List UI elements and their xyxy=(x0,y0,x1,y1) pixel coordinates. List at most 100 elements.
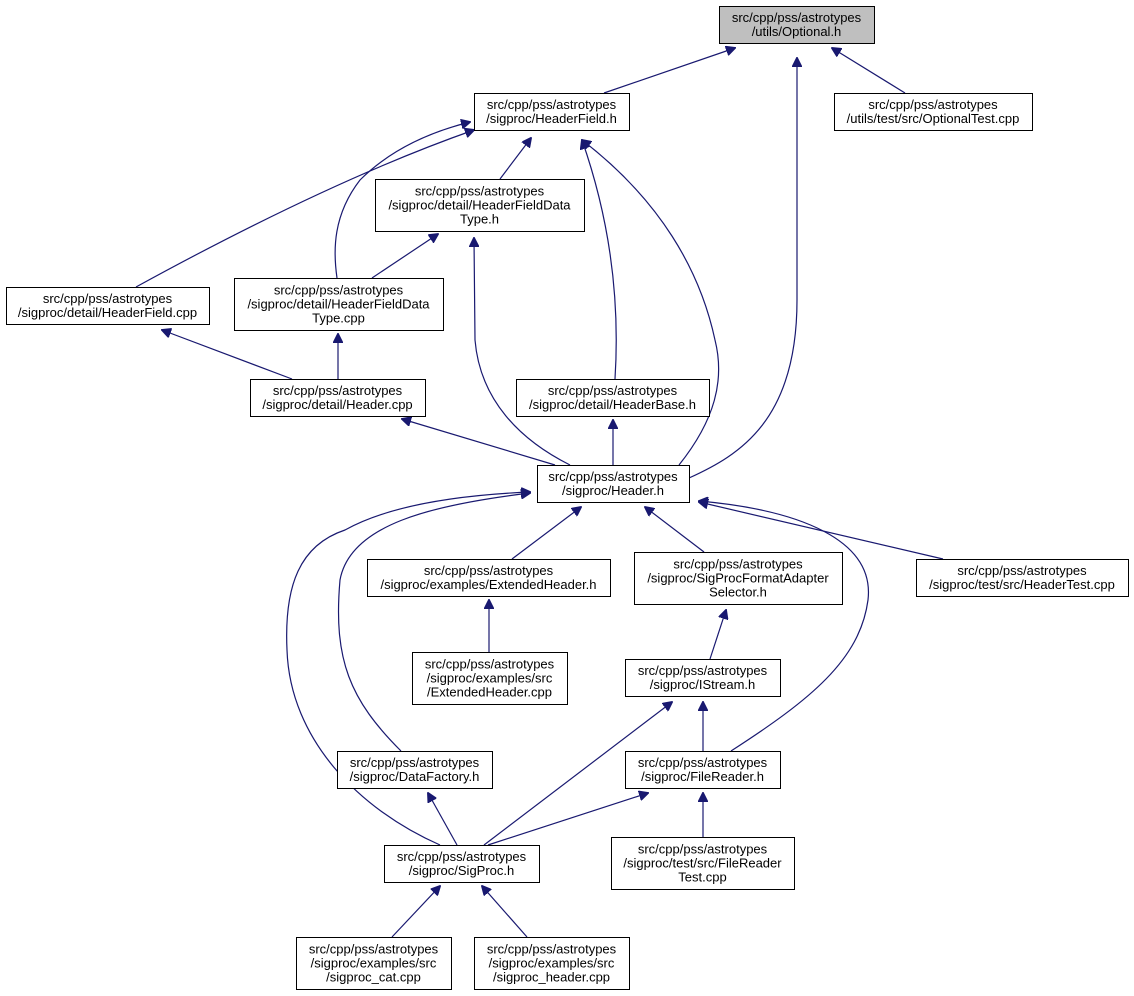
node-sigproc_header_cpp[interactable]: src/cpp/pss/astrotypes/sigproc/examples/… xyxy=(474,937,630,990)
node-box xyxy=(537,465,690,503)
node-label-line: src/cpp/pss/astrotypes xyxy=(487,942,617,957)
node-box xyxy=(384,845,540,883)
node-label-line: src/cpp/pss/astrotypes xyxy=(273,383,403,398)
node-label-line: /sigproc/Header.h xyxy=(562,483,664,498)
edge-extheader_h-to-header_h xyxy=(511,507,581,560)
edge-header_h-to-hfdatatype_h xyxy=(474,238,571,466)
node-label-line: src/cpp/pss/astrotypes xyxy=(638,755,768,770)
node-label-line: /sigproc/detail/Header.cpp xyxy=(262,397,412,412)
node-label-line: src/cpp/pss/astrotypes xyxy=(638,663,768,678)
edge-hfdatatype_h-to-headerfield_h xyxy=(499,138,531,180)
node-optionaltest_cpp[interactable]: src/cpp/pss/astrotypes/utils/test/src/Op… xyxy=(834,93,1033,131)
node-hfdatatype_cpp[interactable]: src/cpp/pss/astrotypes/sigproc/detail/He… xyxy=(234,278,444,331)
node-label-line: src/cpp/pss/astrotypes xyxy=(424,563,554,578)
edge-sigproc_h-to-istream_h xyxy=(483,702,672,846)
node-label-line: /sigproc/SigProcFormatAdapter xyxy=(647,571,829,586)
edge-sigproc_header_cpp-to-sigproc_h xyxy=(482,886,528,938)
node-label-line: /sigproc/IStream.h xyxy=(650,677,756,692)
node-label-line: /sigproc/examples/src xyxy=(489,956,615,971)
node-label-line: /sigproc/test/src/HeaderTest.cpp xyxy=(929,577,1115,592)
node-box xyxy=(834,93,1033,131)
node-headerfield_h[interactable]: src/cpp/pss/astrotypes/sigproc/HeaderFie… xyxy=(474,93,630,131)
node-label-line: Type.h xyxy=(460,212,499,227)
node-label-line: src/cpp/pss/astrotypes xyxy=(638,842,768,857)
node-label-line: /sigproc/detail/HeaderField.cpp xyxy=(18,305,197,320)
node-extheader_cpp[interactable]: src/cpp/pss/astrotypes/sigproc/examples/… xyxy=(412,652,568,705)
node-box xyxy=(234,278,444,331)
edge-header_h-to-header_cpp xyxy=(402,419,556,466)
node-box xyxy=(611,837,795,890)
node-box xyxy=(6,287,210,325)
node-datafactory_h[interactable]: src/cpp/pss/astrotypes/sigproc/DataFacto… xyxy=(337,751,493,789)
edge-sigproc_cat_cpp-to-sigproc_h xyxy=(391,886,440,938)
edge-optionaltest_cpp-to-optional_h xyxy=(832,48,906,94)
node-box xyxy=(625,659,781,697)
node-label-line: Type.cpp xyxy=(312,311,365,326)
edge-filereader_h-to-header_h xyxy=(699,501,869,752)
node-label-line: /sigproc/detail/HeaderFieldData xyxy=(247,297,430,312)
node-box xyxy=(516,379,710,417)
node-box xyxy=(412,652,568,705)
node-headerfield_cpp[interactable]: src/cpp/pss/astrotypes/sigproc/detail/He… xyxy=(6,287,210,325)
node-label-line: src/cpp/pss/astrotypes xyxy=(425,657,555,672)
node-label-line: src/cpp/pss/astrotypes xyxy=(274,283,404,298)
node-box xyxy=(367,559,611,597)
edge-sigproc_h-to-filereader_h xyxy=(487,793,648,846)
node-label-line: src/cpp/pss/astrotypes xyxy=(350,755,480,770)
node-header_cpp[interactable]: src/cpp/pss/astrotypes/sigproc/detail/He… xyxy=(250,379,426,417)
nodes-layer: src/cpp/pss/astrotypes/utils/Optional.hs… xyxy=(6,6,1129,990)
node-label-line: /sigproc/detail/HeaderBase.h xyxy=(529,397,696,412)
node-headerbase_h[interactable]: src/cpp/pss/astrotypes/sigproc/detail/He… xyxy=(516,379,710,417)
node-label-line: src/cpp/pss/astrotypes xyxy=(732,10,862,25)
edge-fmtadapter_h-to-header_h xyxy=(645,507,705,553)
node-box xyxy=(625,751,781,789)
node-label-line: src/cpp/pss/astrotypes xyxy=(397,849,527,864)
node-label-line: /sigproc_header.cpp xyxy=(493,970,610,985)
edge-headerfield_h-to-optional_h xyxy=(603,48,735,94)
edge-sigproc_h-to-datafactory_h xyxy=(428,793,458,846)
node-label-line: src/cpp/pss/astrotypes xyxy=(548,469,678,484)
node-label-line: /sigproc_cat.cpp xyxy=(326,970,421,985)
node-label-line: /sigproc/DataFactory.h xyxy=(350,769,480,784)
node-label-line: src/cpp/pss/astrotypes xyxy=(43,291,173,306)
node-label-line: /utils/Optional.h xyxy=(752,24,842,39)
node-label-line: Test.cpp xyxy=(678,870,726,885)
node-extheader_h[interactable]: src/cpp/pss/astrotypes/sigproc/examples/… xyxy=(367,559,611,597)
node-headertest_cpp[interactable]: src/cpp/pss/astrotypes/sigproc/test/src/… xyxy=(916,559,1129,597)
edge-header_h-to-optional_h xyxy=(688,58,797,479)
edge-datafactory_h-to-header_h xyxy=(337,493,530,752)
node-label-line: /sigproc/examples/ExtendedHeader.h xyxy=(380,577,596,592)
edge-header_h-to-headerfield_h xyxy=(582,140,720,466)
node-label-line: Selector.h xyxy=(709,585,767,600)
node-box xyxy=(719,6,875,44)
node-hfdatatype_h[interactable]: src/cpp/pss/astrotypes/sigproc/detail/He… xyxy=(375,179,585,232)
node-label-line: /sigproc/examples/src xyxy=(311,956,437,971)
node-label-line: /sigproc/FileReader.h xyxy=(641,769,764,784)
node-label-line: /utils/test/src/OptionalTest.cpp xyxy=(847,111,1020,126)
node-optional_h[interactable]: src/cpp/pss/astrotypes/utils/Optional.h xyxy=(719,6,875,44)
node-box xyxy=(474,93,630,131)
node-label-line: /ExtendedHeader.cpp xyxy=(427,685,552,700)
node-filereadertest_cpp[interactable]: src/cpp/pss/astrotypes/sigproc/test/src/… xyxy=(611,837,795,890)
node-sigproc_cat_cpp[interactable]: src/cpp/pss/astrotypes/sigproc/examples/… xyxy=(296,937,452,990)
node-box xyxy=(296,937,452,990)
node-box xyxy=(474,937,630,990)
node-fmtadapter_h[interactable]: src/cpp/pss/astrotypes/sigproc/SigProcFo… xyxy=(634,552,843,605)
edge-hfdatatype_cpp-to-hfdatatype_h xyxy=(371,234,438,279)
edge-header_cpp-to-headerfield_cpp xyxy=(162,330,293,380)
edge-istream_h-to-fmtadapter_h xyxy=(709,610,726,660)
node-box xyxy=(634,552,843,605)
node-label-line: /sigproc/test/src/FileReader xyxy=(623,856,782,871)
node-box xyxy=(337,751,493,789)
node-istream_h[interactable]: src/cpp/pss/astrotypes/sigproc/IStream.h xyxy=(625,659,781,697)
node-label-line: src/cpp/pss/astrotypes xyxy=(309,942,439,957)
node-label-line: src/cpp/pss/astrotypes xyxy=(548,383,678,398)
node-label-line: /sigproc/detail/HeaderFieldData xyxy=(388,198,571,213)
node-box xyxy=(375,179,585,232)
node-header_h[interactable]: src/cpp/pss/astrotypes/sigproc/Header.h xyxy=(537,465,690,503)
node-sigproc_h[interactable]: src/cpp/pss/astrotypes/sigproc/SigProc.h xyxy=(384,845,540,883)
node-box xyxy=(250,379,426,417)
node-box xyxy=(916,559,1129,597)
node-filereader_h[interactable]: src/cpp/pss/astrotypes/sigproc/FileReade… xyxy=(625,751,781,789)
